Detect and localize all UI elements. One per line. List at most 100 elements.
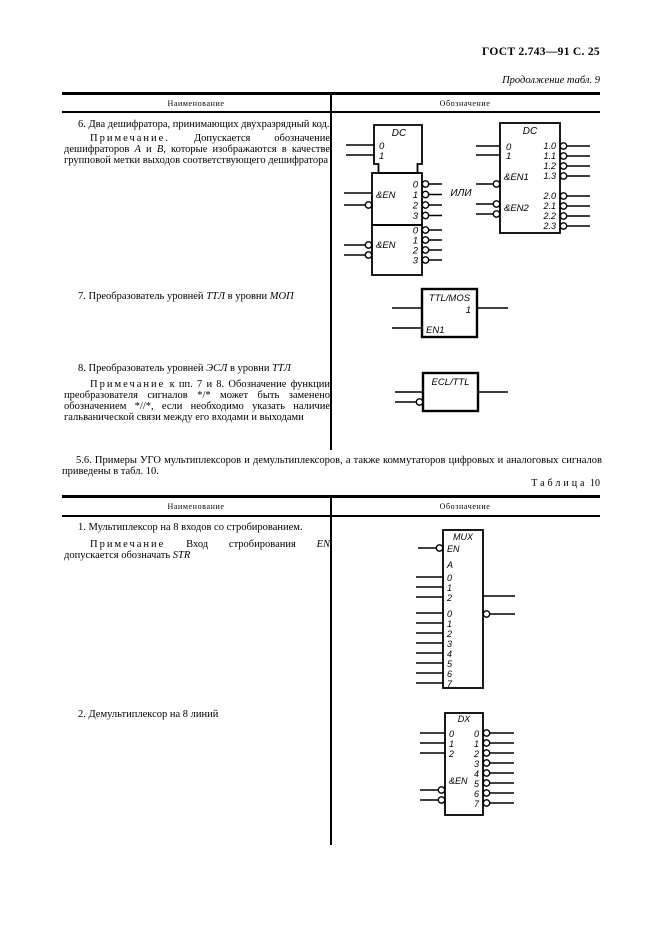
table10-column-divider (330, 495, 332, 845)
table9-continuation-label: Продолжение табл. 9 (502, 75, 600, 86)
decoder-block-2: &EN 0 1 2 3 (344, 224, 442, 276)
data-input-label: 3 (447, 639, 452, 649)
row7-title: 7. Преобразователь уровней ТТЛ в уровни … (78, 291, 294, 302)
inversion-circle (492, 180, 501, 188)
input-label: 1 (506, 151, 511, 162)
output-label: 3 (474, 759, 479, 769)
page-title: ГОСТ 2.743—91 С. 25 (482, 46, 600, 58)
output-label: 2 (473, 749, 479, 759)
output-label: 0 (474, 729, 479, 739)
row1-title: 1. Мультиплексор на 8 входов со стробиро… (78, 522, 303, 533)
dc-input-label: 0 (379, 141, 385, 152)
dc-control-block: DC 0 1 (346, 124, 423, 174)
table9-header-name: Наименование (167, 99, 225, 108)
symbol-body (442, 529, 484, 689)
dc-input-label: 1 (379, 151, 384, 162)
output-label: 1.0 (543, 141, 556, 151)
en-label: &EN (376, 240, 396, 251)
inversion-circle (482, 610, 491, 618)
inversion-circle (437, 796, 446, 804)
output-label: 3 (413, 256, 419, 267)
decoder-block-1: &EN 0 1 2 3 (344, 172, 442, 226)
output-label: 6 (474, 789, 479, 799)
row1-note: Примечание Вход стробирования EN допуска… (64, 539, 330, 561)
table10-header-name: Наименование (167, 502, 225, 511)
inversion-circle (364, 241, 373, 249)
table9-column-divider (330, 92, 332, 450)
data-input-label: 5 (447, 659, 453, 669)
function-label: TTL/MOS (429, 293, 471, 304)
inversion-circle (435, 544, 444, 552)
en-label: EN (447, 544, 460, 554)
data-input-label: 7 (447, 679, 453, 689)
inversion-circle (421, 236, 430, 244)
inversion-circle (492, 210, 501, 218)
table10-caption: Таблица 10 (531, 478, 600, 489)
data-input-label: 6 (447, 669, 452, 679)
inversion-circle (421, 226, 430, 234)
output-label: 4 (474, 769, 479, 779)
output-label: 1.3 (543, 171, 556, 181)
data-input-label: 1 (447, 619, 452, 629)
inversion-circle (421, 246, 430, 254)
table9-row7-name-cell: 7. Преобразователь уровней ТТЛ в уровни … (64, 291, 330, 302)
function-label: MUX (453, 532, 474, 542)
function-label: ECL/TTL (431, 377, 469, 388)
address-input-label: 2 (446, 593, 452, 603)
table9-header-symbol: Обозначение (439, 99, 491, 108)
output-label: 5 (474, 779, 480, 789)
inversion-circle (421, 211, 430, 220)
dc-title: DC (392, 128, 407, 139)
output-label: 2.0 (542, 191, 556, 201)
data-input-label: 4 (447, 649, 452, 659)
or-equivalence-label: ИЛИ (450, 188, 472, 199)
combined-decoder-block: DC 0 1 &EN1 &EN2 1.0 1.1 1.2 1.3 2 (476, 122, 590, 234)
output-label: 0 (413, 180, 419, 191)
output-label: 3 (413, 211, 419, 222)
en1-label: &EN1 (504, 172, 529, 183)
address-group-label: A (446, 560, 453, 570)
output-label: 1 (474, 739, 479, 749)
row6-title: 6. Два дешифратора, принимающих двухразр… (78, 119, 330, 130)
address-input-label: 1 (449, 739, 454, 749)
inversion-circle (421, 201, 430, 209)
dual-decoder-diagram: DC 0 1 &EN 0 1 2 3 &EN (344, 122, 590, 276)
address-input-label: 2 (448, 749, 454, 759)
inversion-circle (492, 200, 501, 208)
en1-label: EN1 (426, 325, 444, 336)
row2-title: 2. Демультиплексор на 8 линий (78, 709, 219, 720)
dc-title: DC (523, 126, 538, 137)
output-weight-label: 1 (466, 305, 471, 316)
output-label: 1.2 (543, 161, 556, 171)
address-input-label: 1 (447, 583, 452, 593)
output-label: 2.3 (542, 221, 556, 231)
address-input-label: 0 (447, 573, 452, 583)
output-label: 2.1 (542, 201, 556, 211)
inversion-circle (364, 251, 373, 259)
ttl-mos-symbol: TTL/MOS 1 EN1 (392, 287, 508, 339)
inversion-circle (421, 190, 430, 199)
inversion-circle (437, 786, 446, 794)
symbol-body (420, 287, 479, 339)
table10-row1-name-cell: 1. Мультиплексор на 8 входов со стробиро… (64, 522, 330, 561)
function-label: DX (458, 714, 471, 724)
output-label: 7 (474, 799, 480, 809)
output-label: 2 (412, 201, 419, 212)
address-input-label: 0 (449, 729, 454, 739)
row6-note: Примечание. Допускается обозначение деши… (64, 133, 331, 166)
ecl-ttl-symbol: ECL/TTL (395, 371, 508, 413)
multiplexer-symbol: MUX EN A 0 1 2 0 1 2 3 4 5 6 7 (416, 529, 515, 689)
table9-row6-name-cell: 6. Два дешифратора, принимающих двухразр… (64, 119, 330, 166)
row8-title: 8. Преобразователь уровней ЭСЛ в уровни … (78, 363, 291, 374)
demultiplexer-symbol: DX 0 1 2 &EN 0 1 2 3 4 5 6 7 (420, 712, 514, 816)
output-label: 2 (412, 246, 419, 257)
inversion-circle (415, 398, 424, 406)
output-label: 1.1 (543, 151, 556, 161)
output-label: 2.2 (542, 211, 556, 221)
section-5-6-paragraph: 5.6. Примеры УГО мультиплексоров и демул… (62, 455, 602, 477)
inversion-circle (421, 180, 430, 188)
en-label: &EN (376, 190, 396, 201)
row8-note: Примечание к пп. 7 и 8. Обозначение функ… (64, 379, 331, 423)
inversion-circle (364, 201, 373, 209)
